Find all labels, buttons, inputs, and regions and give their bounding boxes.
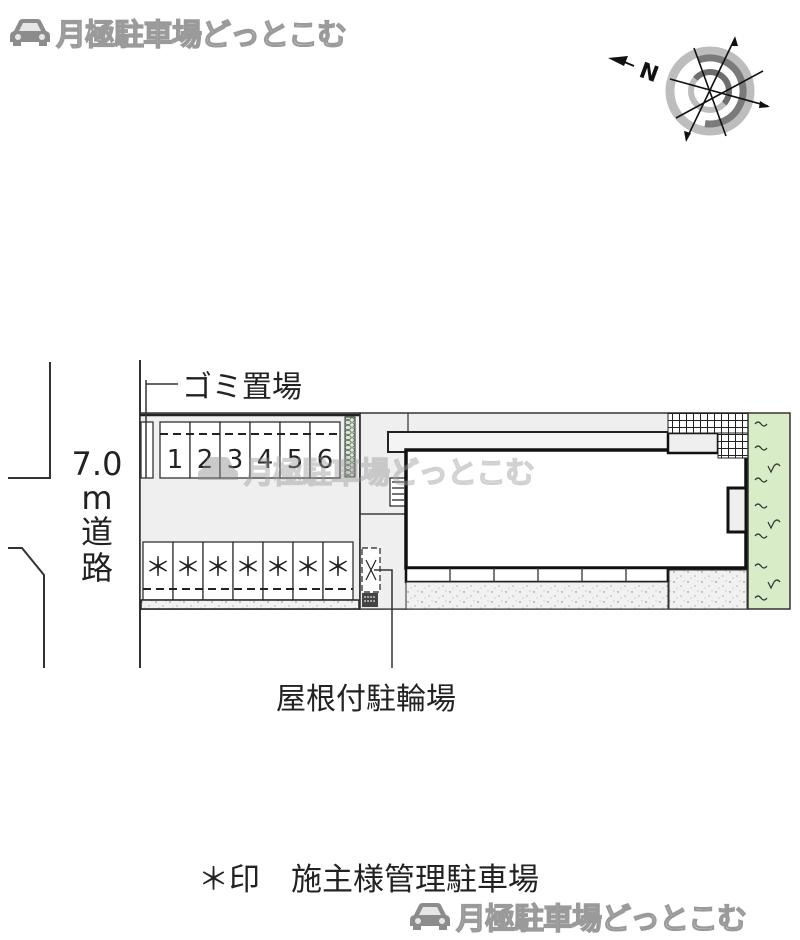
legend-text: ＊印 施主様管理駐車場 [198,862,539,898]
parking-space-5: 5 [286,445,304,475]
parking-space-6: 6 [316,445,334,475]
owner-space-marker: ＊ [234,553,261,583]
parking-space-2: 2 [196,445,214,475]
road-label: 7.0 m 道 路 [62,446,132,586]
parking-space-3: 3 [226,445,244,475]
bicycle-parking-label: 屋根付駐輪場 [276,682,456,717]
owner-space-marker: ＊ [294,553,321,583]
road-width-unit: m [81,479,113,517]
watermark-center: 月極駐車場どっとこむ [196,448,536,492]
car-icon [8,17,52,47]
owner-space-marker: ＊ [174,553,201,583]
watermark-text: 月極駐車場どっとこむ [55,17,347,53]
car-icon [196,455,240,485]
owner-space-marker: ＊ [324,553,351,583]
road-width-value: 7.0 [71,445,123,483]
owner-managed-spaces: ＊ ＊ ＊ ＊ ＊ ＊ ＊ [143,547,353,583]
parking-space-4: 4 [256,445,274,475]
garbage-area-label: ゴミ置場 [182,370,302,405]
watermark-bottom: 月極駐車場どっとこむ [408,894,748,938]
compass-icon: N [598,28,778,148]
owner-space-marker: ＊ [144,553,171,583]
owner-space-marker: ＊ [264,553,291,583]
watermark-text: 月極駐車場どっとこむ [455,901,747,937]
owner-space-marker: ＊ [204,553,231,583]
watermark-top: 月極駐車場どっとこむ [8,10,348,54]
watermark-text: 月極駐車場どっとこむ [243,455,535,491]
car-icon [408,901,452,931]
numbered-parking-spaces: 1 2 3 4 5 6 [160,445,340,477]
road-text-2: 路 [80,549,113,587]
parking-space-1: 1 [166,445,184,475]
road-text-1: 道 [80,513,113,551]
